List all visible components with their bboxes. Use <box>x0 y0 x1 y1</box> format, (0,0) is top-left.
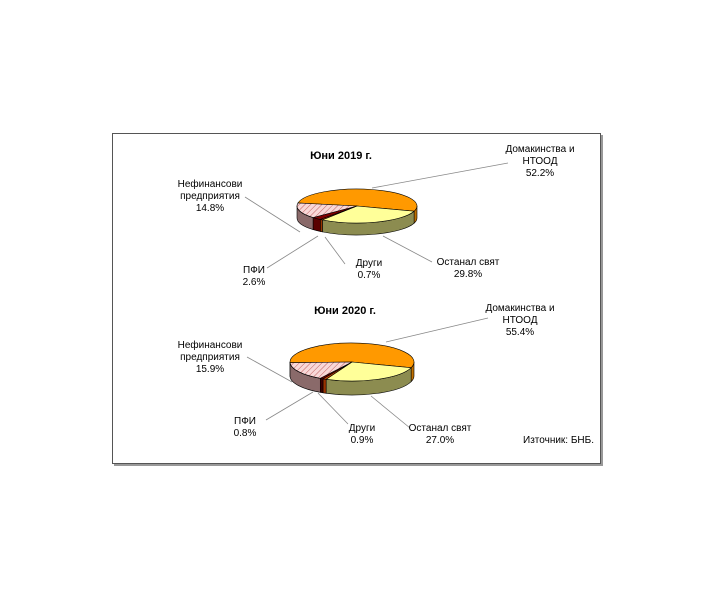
pie-slice <box>321 205 415 224</box>
label-nonfinancial: Нефинансови <box>178 339 243 351</box>
label-households: Домакинства и <box>485 303 554 314</box>
label-other: Други <box>356 258 382 269</box>
chart-title-2020: Юни 2020 г. <box>314 305 376 317</box>
pie-slice <box>325 361 412 382</box>
pie-slice-side <box>322 378 327 394</box>
chart-frame <box>112 133 601 464</box>
value-households: 55.4% <box>506 327 534 338</box>
pie-slice-side <box>319 219 323 233</box>
pie-slice <box>289 342 415 369</box>
value-pfi: 0.8% <box>234 428 257 439</box>
label-rest-of-world: Останал свят <box>437 257 500 268</box>
label-pfi: ПФИ <box>243 265 265 276</box>
label-nonfinancial-2: предприятия <box>180 352 240 363</box>
label-households-2: НТООД <box>523 156 558 167</box>
pie-slice-side <box>312 217 321 232</box>
chart-title-2019: Юни 2019 г. <box>310 150 372 162</box>
value-other: 0.7% <box>358 270 381 281</box>
value-nonfinancial: 14.8% <box>196 203 224 214</box>
label-households: Домакинства и <box>505 144 574 155</box>
label-households-2: НТООД <box>503 315 538 326</box>
value-rest-of-world: 27.0% <box>426 435 454 446</box>
label-other: Други <box>349 423 375 434</box>
value-rest-of-world: 29.8% <box>454 269 482 280</box>
value-households: 52.2% <box>526 168 554 179</box>
pie-slice <box>296 202 358 218</box>
label-nonfinancial-2: предприятия <box>180 191 240 202</box>
labels-2020: Домакинства и НТООД 55.4% Нефинансови пр… <box>178 303 555 446</box>
labels-2019: Домакинства и НТООД 52.2% Нефинансови пр… <box>178 144 575 288</box>
source-note: Източник: БНБ. <box>523 435 594 446</box>
value-pfi: 2.6% <box>243 277 266 288</box>
value-other: 0.9% <box>351 435 374 446</box>
pie-slice <box>297 188 418 212</box>
label-nonfinancial: Нефинансови <box>178 178 243 190</box>
leader-lines <box>244 162 509 429</box>
value-nonfinancial: 15.9% <box>196 364 224 375</box>
label-pfi: ПФИ <box>234 416 256 427</box>
pie-slice <box>289 361 353 379</box>
pie-slice-side <box>319 377 324 394</box>
label-rest-of-world: Останал свят <box>409 423 472 434</box>
